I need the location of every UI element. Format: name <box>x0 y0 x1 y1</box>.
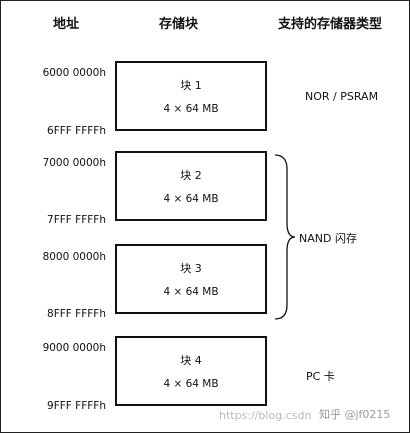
block-2-end-address: 7FFF FFFFh <box>47 214 106 226</box>
nor-psram-label: NOR / PSRAM <box>305 90 379 103</box>
block-4-start-address: 9000 0000h <box>42 342 106 354</box>
block-1-name: 块 1 <box>180 79 202 92</box>
block-1: 块 1 4 × 64 MB <box>115 61 267 131</box>
block-1-size: 4 × 64 MB <box>163 103 219 115</box>
block-1-start-address: 6000 0000h <box>42 67 106 79</box>
block-4-name: 块 4 <box>180 354 202 367</box>
block-2-start-address: 7000 0000h <box>42 157 106 169</box>
block-2-size: 4 × 64 MB <box>163 193 219 205</box>
block-4: 块 4 4 × 64 MB <box>115 336 267 406</box>
block-3: 块 3 4 × 64 MB <box>115 244 267 314</box>
nand-flash-label: NAND 闪存 <box>299 232 357 245</box>
block-3-end-address: 8FFF FFFFh <box>47 308 106 320</box>
block-3-start-address: 8000 0000h <box>42 251 106 263</box>
url-watermark: https://blog.csdn <box>219 409 312 422</box>
block-3-name: 块 3 <box>180 262 202 275</box>
memory-type-header: 支持的存储器类型 <box>278 17 383 32</box>
address-header: 地址 <box>53 17 80 32</box>
block-4-size: 4 × 64 MB <box>163 378 219 390</box>
block-2: 块 2 4 × 64 MB <box>115 151 267 221</box>
block-2-name: 块 2 <box>180 169 202 182</box>
block-3-size: 4 × 64 MB <box>163 286 219 298</box>
block-1-end-address: 6FFF FFFFh <box>47 125 106 137</box>
block-header: 存储块 <box>159 17 199 32</box>
zhihu-watermark: 知乎 @jf0215 <box>319 408 391 421</box>
nand-brace <box>274 154 296 320</box>
pc-card-label: PC 卡 <box>306 370 335 383</box>
block-4-end-address: 9FFF FFFFh <box>47 400 106 412</box>
